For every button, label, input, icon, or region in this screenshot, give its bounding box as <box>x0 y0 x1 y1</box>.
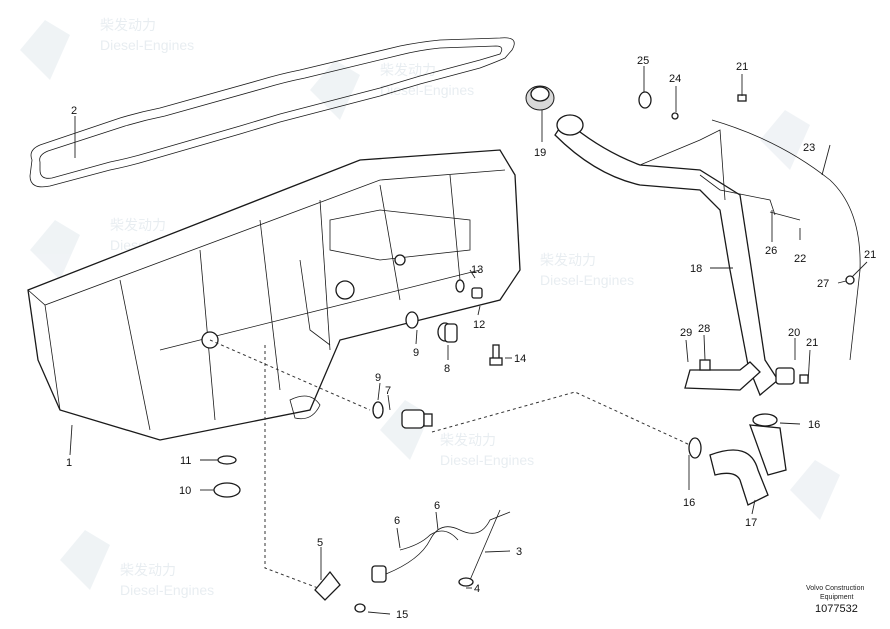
leader-lines <box>69 66 868 615</box>
footer-company-line2: Equipment <box>820 594 854 601</box>
callout-28: 28 <box>698 323 710 335</box>
callout-7: 7 <box>385 385 391 397</box>
oil-pan-gasket-inner <box>39 45 503 179</box>
callout-25: 25 <box>637 55 649 67</box>
watermark-logo-icon: 柴发动力 Diesel-Engines <box>60 530 214 598</box>
watermark-logo-icon <box>790 460 840 520</box>
callout-20: 20 <box>788 327 800 339</box>
callout-3: 3 <box>516 546 522 558</box>
footer-block: Volvo Construction Equipment 1077532 <box>806 585 864 615</box>
watermark-brand-cn: 柴发动力 <box>540 252 596 268</box>
watermark-logo-icon: 柴发动力 Diesel-Engines <box>380 400 534 468</box>
callout-19: 19 <box>534 147 546 159</box>
o-ring-and-plug-24-25 <box>638 91 679 120</box>
connection-line-pan-to-adapter <box>209 339 371 411</box>
watermark-brand-en: Diesel-Engines <box>540 272 634 288</box>
watermark-brand-cn: 柴发动力 <box>100 17 156 33</box>
watermark-brand-cn: 柴发动力 <box>110 217 166 233</box>
watermark-brand-en: Diesel-Engines <box>380 82 474 98</box>
oil-filler-cap-19 <box>525 85 555 111</box>
watermark-brand-en: Diesel-Engines <box>440 452 534 468</box>
callout-9b: 9 <box>375 372 381 384</box>
oil-pan-gasket <box>29 37 515 188</box>
callout-4: 4 <box>474 583 480 595</box>
watermark-logo-icon <box>760 110 810 170</box>
clamp-20 <box>775 367 795 385</box>
callout-11: 11 <box>180 455 191 467</box>
hose-clamp-16b <box>752 413 778 427</box>
bolt-21c <box>799 374 809 384</box>
plug-10 <box>213 482 241 498</box>
watermark-brand-en: Diesel-Engines <box>100 37 194 53</box>
watermark-brand-cn: 柴发动力 <box>440 432 496 448</box>
callout-21b: 21 <box>864 249 876 261</box>
footer-company-line1: Volvo Construction <box>806 585 864 592</box>
seal-ring-9b <box>372 401 384 419</box>
watermark-logo-icon: 柴发动力 Diesel-Engines <box>310 60 474 120</box>
callout-5: 5 <box>317 537 323 549</box>
callout-24: 24 <box>669 73 681 85</box>
callout-29: 29 <box>680 327 692 339</box>
callout-16a: 16 <box>683 497 695 509</box>
clip-27 <box>845 275 855 285</box>
watermark-logo-icon: 柴发动力 Diesel-Engines <box>20 17 194 80</box>
seal-ring-9a <box>405 311 419 329</box>
hose-clamp-16a <box>688 437 702 459</box>
callout-6a: 6 <box>394 515 400 527</box>
callout-9a: 9 <box>413 347 419 359</box>
callout-23: 23 <box>803 142 815 154</box>
watermark-brand-cn: 柴发动力 <box>380 62 436 78</box>
callout-26: 26 <box>765 245 777 257</box>
connection-line-pan-to-sensor <box>264 345 319 589</box>
connection-line-adapter-to-hose <box>431 391 691 446</box>
oil-level-sensor-assembly <box>314 509 511 613</box>
callout-2: 2 <box>71 105 77 117</box>
dipstick-tube-23 <box>711 119 861 361</box>
watermark-brand-en: Diesel-Engines <box>120 582 214 598</box>
callout-15: 15 <box>396 609 408 621</box>
callout-13: 13 <box>471 264 483 276</box>
callout-21a: 21 <box>736 61 748 73</box>
callout-27: 27 <box>817 278 829 290</box>
callout-1: 1 <box>66 457 72 469</box>
oil-pipe-adapter-7 <box>401 409 433 429</box>
bolt-22 <box>769 211 801 221</box>
callout-22: 22 <box>794 253 806 265</box>
footer-drawing-number: 1077532 <box>815 603 858 615</box>
callout-labels: 1 2 3 4 5 6 6 7 8 9 9 10 11 12 13 14 15 … <box>66 55 876 621</box>
bolt-14 <box>489 344 503 366</box>
callout-17: 17 <box>745 517 757 529</box>
hose-17 <box>709 424 787 506</box>
drain-plug-8 <box>437 322 458 343</box>
callout-12: 12 <box>473 319 485 331</box>
callout-16b: 16 <box>808 419 820 431</box>
callout-8: 8 <box>444 363 450 375</box>
bracket-28-29 <box>684 359 761 391</box>
oil-pan <box>27 149 521 441</box>
seal-ring-13 <box>455 279 465 293</box>
callout-18: 18 <box>690 263 702 275</box>
oil-filler-tube-18 <box>554 114 779 397</box>
callout-14: 14 <box>514 353 526 365</box>
plug-12 <box>471 287 483 299</box>
watermark-brand-cn: 柴发动力 <box>120 562 176 578</box>
callout-10: 10 <box>179 485 191 497</box>
callout-6b: 6 <box>434 500 440 512</box>
callout-21c: 21 <box>806 337 818 349</box>
seal-ring-11 <box>217 455 237 465</box>
